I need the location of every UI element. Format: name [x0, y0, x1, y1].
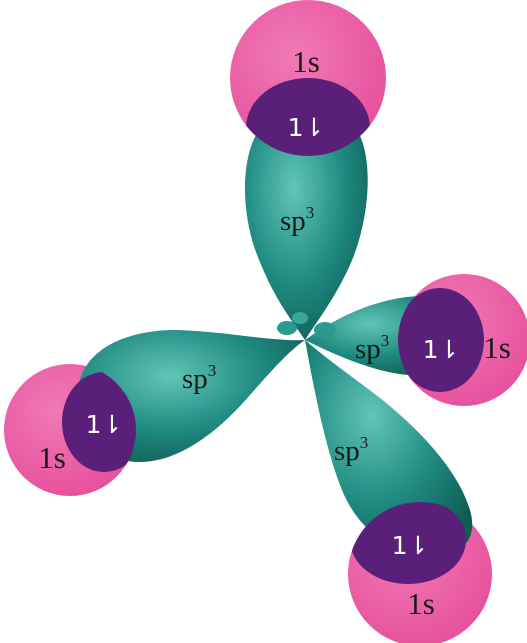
overlap-left — [62, 372, 136, 472]
sp3-label-left-exp: 3 — [208, 361, 217, 380]
sp3-label-top-base: sp — [280, 205, 306, 237]
electron-pair-right: 1⇂ — [423, 335, 460, 364]
electron-pairs: 1⇂ 1⇂ 1⇂ 1⇂ — [86, 113, 460, 560]
s-label-top: 1s — [292, 44, 320, 79]
electron-pair-left: 1⇂ — [86, 410, 123, 439]
small-back-lobe-2 — [314, 322, 336, 338]
sp3-label-left-base: sp — [182, 363, 208, 395]
s-label-right: 1s — [483, 330, 511, 365]
sp3-label-top: sp3 — [280, 203, 314, 237]
sp3-lobe-top — [244, 107, 368, 340]
small-back-lobe-3 — [292, 312, 308, 324]
electron-pair-top: 1⇂ — [288, 113, 325, 142]
electron-pair-bottom: 1⇂ — [392, 531, 429, 560]
sp3-label-right-exp: 3 — [381, 331, 390, 350]
sp3-labels: sp3 sp3 sp3 sp3 — [182, 203, 389, 467]
overlap-bottom — [350, 502, 466, 584]
sp3-label-right: sp3 — [355, 331, 389, 365]
s-label-bottom: 1s — [407, 586, 435, 621]
sp3-label-left: sp3 — [182, 361, 216, 395]
overlap-right — [398, 288, 484, 392]
s-label-left: 1s — [38, 440, 66, 475]
sp3-lobe-bottom — [305, 340, 473, 556]
sp3-label-right-base: sp — [355, 333, 381, 365]
s-labels: 1s 1s 1s 1s — [38, 44, 511, 621]
sp3-label-bottom-base: sp — [334, 435, 360, 467]
small-back-lobe-1 — [277, 321, 297, 335]
overlap-regions — [62, 78, 484, 584]
sp3-label-bottom-exp: 3 — [360, 433, 369, 452]
sp3-label-top-exp: 3 — [306, 203, 315, 222]
sp3-label-bottom: sp3 — [334, 433, 368, 467]
